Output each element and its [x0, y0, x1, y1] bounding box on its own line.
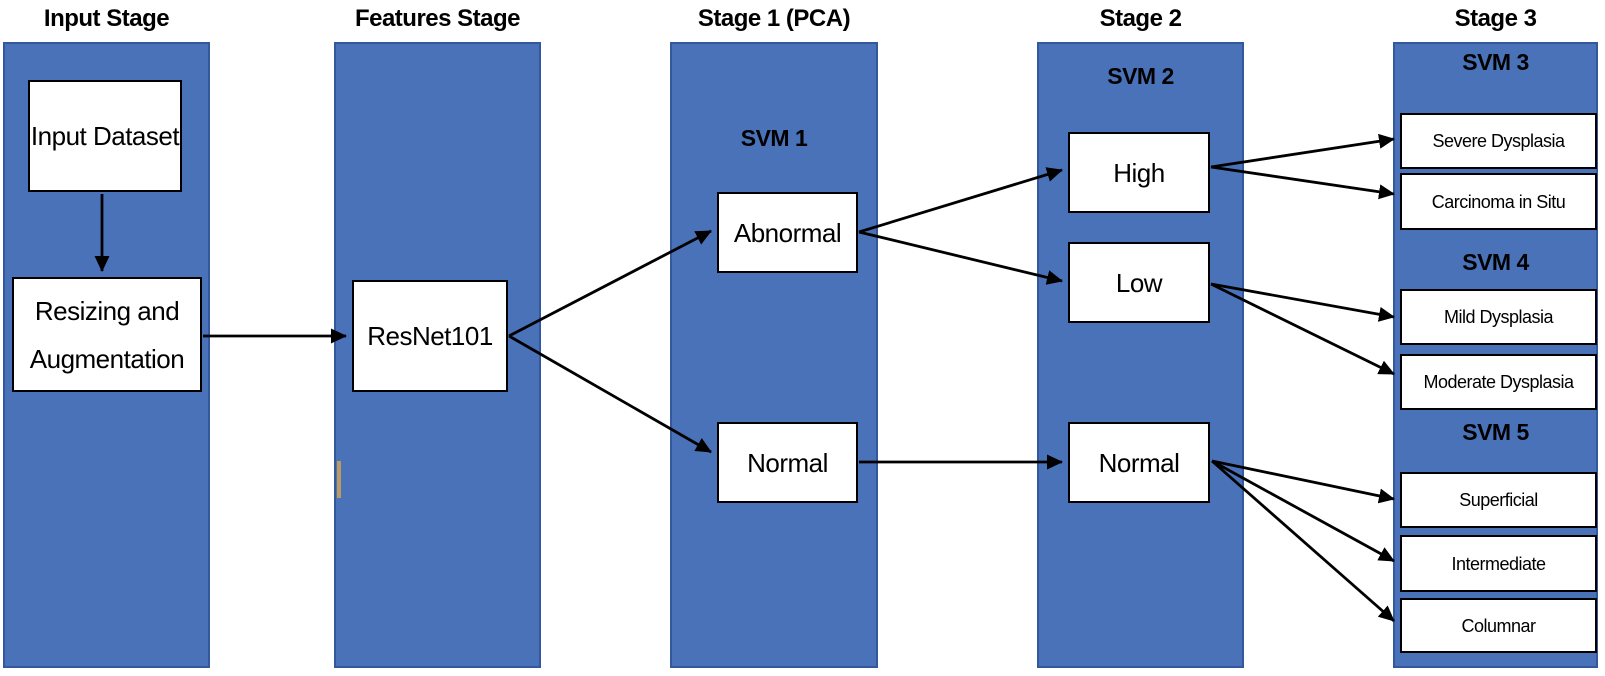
- svm1-label: SVM 1: [740, 124, 808, 151]
- highlight-tick: [337, 461, 341, 498]
- node-moderate-dysplasia: Moderate Dysplasia: [1400, 354, 1597, 410]
- node-abnormal: Abnormal: [717, 192, 858, 273]
- node-input-dataset: Input Dataset: [28, 80, 182, 192]
- node-resizing-augmentation: Resizing and Augmentation: [12, 277, 202, 392]
- node-resnet101: ResNet101: [352, 280, 508, 392]
- arrow-abnormal-to-low: [858, 230, 1063, 285]
- node-severe-dysplasia: Severe Dysplasia: [1400, 113, 1597, 169]
- svm4-label: SVM 4: [1462, 248, 1529, 275]
- stage-header-stage2: Stage 2: [1099, 5, 1182, 32]
- stage-header-stage3: Stage 3: [1454, 5, 1537, 32]
- svm2-label: SVM 2: [1107, 62, 1174, 89]
- node-columnar: Columnar: [1400, 598, 1597, 653]
- svm3-label: SVM 3: [1462, 48, 1529, 75]
- node-high: High: [1068, 132, 1210, 213]
- stage-header-features: Features Stage: [354, 5, 521, 32]
- node-carcinoma-in-situ: Carcinoma in Situ: [1400, 173, 1597, 230]
- svm5-label: SVM 5: [1462, 418, 1529, 445]
- node-low: Low: [1068, 242, 1210, 323]
- node-superficial: Superficial: [1400, 472, 1597, 528]
- node-normal-stage1: Normal: [717, 422, 858, 503]
- stage-header-input: Input Stage: [43, 5, 170, 32]
- arrow-abnormal-to-high: [858, 167, 1063, 234]
- stage-header-stage1: Stage 1 (PCA): [697, 5, 851, 32]
- node-intermediate: Intermediate: [1400, 535, 1597, 592]
- node-mild-dysplasia: Mild Dysplasia: [1400, 289, 1597, 345]
- node-normal-stage2: Normal: [1068, 422, 1210, 503]
